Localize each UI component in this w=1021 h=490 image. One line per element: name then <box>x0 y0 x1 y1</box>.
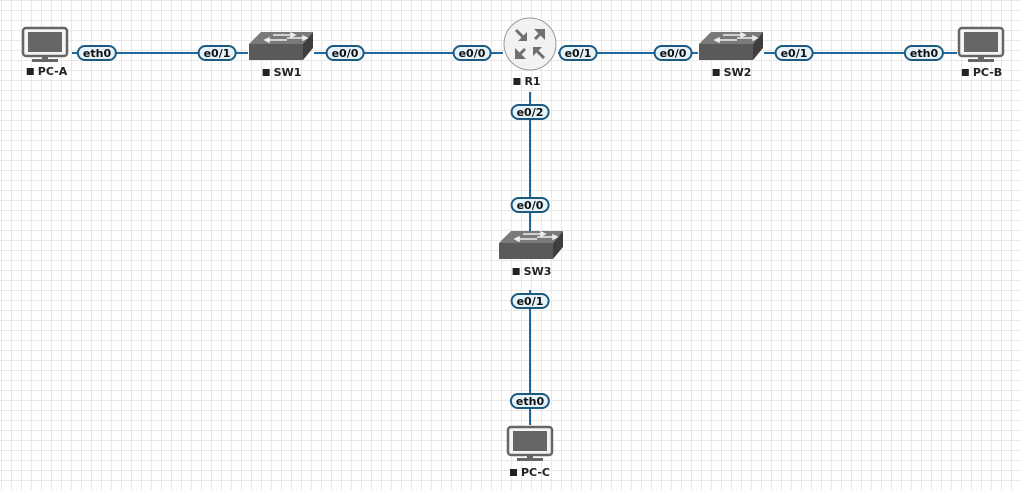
iface-label-sw1-e0-0[interactable]: e0/0 <box>325 45 365 61</box>
node-pc-c[interactable] <box>505 425 557 465</box>
switch-icon <box>499 230 563 259</box>
iface-label-r1-e0-0[interactable]: e0/0 <box>452 45 492 61</box>
iface-label-sw3-e0-0[interactable]: e0/0 <box>510 197 550 213</box>
switch-icon <box>249 31 313 60</box>
status-indicator <box>262 69 270 76</box>
node-sw1[interactable] <box>247 30 315 70</box>
router-icon <box>503 17 557 71</box>
iface-label-pca-eth0[interactable]: eth0 <box>76 45 118 61</box>
iface-label-sw3-e0-1[interactable]: e0/1 <box>510 293 550 309</box>
iface-label-sw2-e0-1[interactable]: e0/1 <box>774 45 814 61</box>
node-label-r1: R1 <box>513 75 541 88</box>
status-indicator <box>513 78 521 85</box>
status-indicator <box>712 69 720 76</box>
node-label-pc-a: PC-A <box>26 65 67 78</box>
node-label-sw1: SW1 <box>262 66 301 79</box>
status-indicator <box>509 469 517 476</box>
node-label-sw3: SW3 <box>512 265 551 278</box>
pc-icon <box>21 26 69 62</box>
node-r1[interactable] <box>503 17 559 77</box>
status-indicator <box>512 268 520 275</box>
node-label-pc-c: PC-C <box>509 466 550 479</box>
node-pc-a[interactable] <box>20 26 72 66</box>
status-indicator <box>26 68 34 75</box>
node-sw2[interactable] <box>697 30 765 70</box>
node-label-pc-b: PC-B <box>961 66 1002 79</box>
node-sw3[interactable] <box>497 229 565 269</box>
iface-label-sw2-e0-0[interactable]: e0/0 <box>653 45 693 61</box>
node-label-sw2: SW2 <box>712 66 751 79</box>
pc-icon <box>506 425 554 461</box>
pc-icon <box>957 26 1005 62</box>
switch-icon <box>699 31 763 60</box>
iface-label-pcb-eth0[interactable]: eth0 <box>903 45 945 61</box>
node-pc-b[interactable] <box>956 26 1008 66</box>
iface-label-pcc-eth0[interactable]: eth0 <box>509 393 551 409</box>
iface-label-sw1-e0-1[interactable]: e0/1 <box>197 45 237 61</box>
iface-label-r1-e0-1[interactable]: e0/1 <box>558 45 598 61</box>
iface-label-r1-e0-2[interactable]: e0/2 <box>510 104 550 120</box>
status-indicator <box>961 69 969 76</box>
